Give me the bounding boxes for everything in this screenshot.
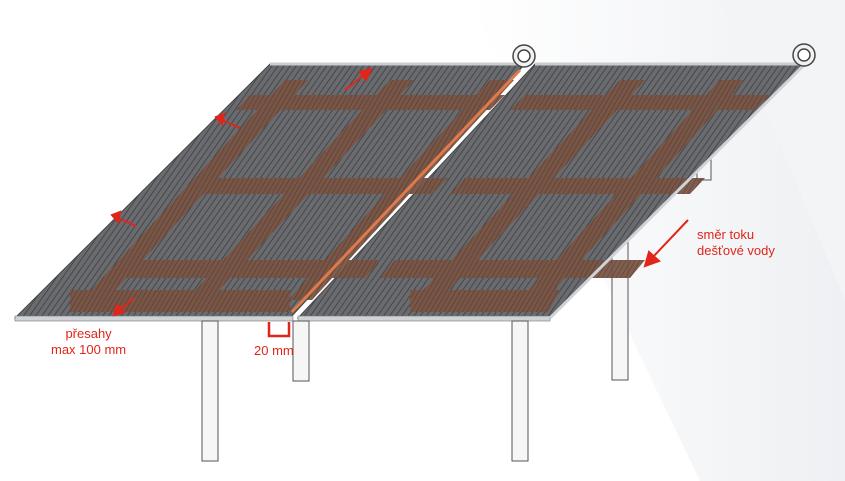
gap-label-text: 20 mm bbox=[254, 343, 294, 358]
front-edge-left bbox=[14, 315, 294, 322]
overlap-arrows bbox=[110, 67, 373, 317]
roll-left bbox=[512, 44, 536, 68]
sheet-seam bbox=[290, 68, 522, 314]
gap-label: 20 mm bbox=[254, 343, 294, 359]
posts-front bbox=[201, 320, 529, 462]
timber-grid-right bbox=[380, 80, 770, 312]
flow-direction-arrow bbox=[643, 219, 689, 268]
front-edge-right bbox=[297, 315, 551, 322]
flow-label-line1: směr toku bbox=[697, 227, 755, 242]
gap-marker bbox=[267, 322, 291, 338]
overlap-label: přesahy max 100 mm bbox=[51, 326, 126, 358]
overlap-label-line2: max 100 mm bbox=[51, 342, 127, 357]
side-edge-right bbox=[548, 62, 807, 320]
flow-direction-label: směr toku dešťové vody bbox=[697, 227, 775, 259]
overlap-label-line1: přesahy bbox=[65, 326, 112, 341]
roll-right bbox=[792, 43, 816, 67]
flow-label-line2: dešťové vody bbox=[697, 243, 775, 258]
